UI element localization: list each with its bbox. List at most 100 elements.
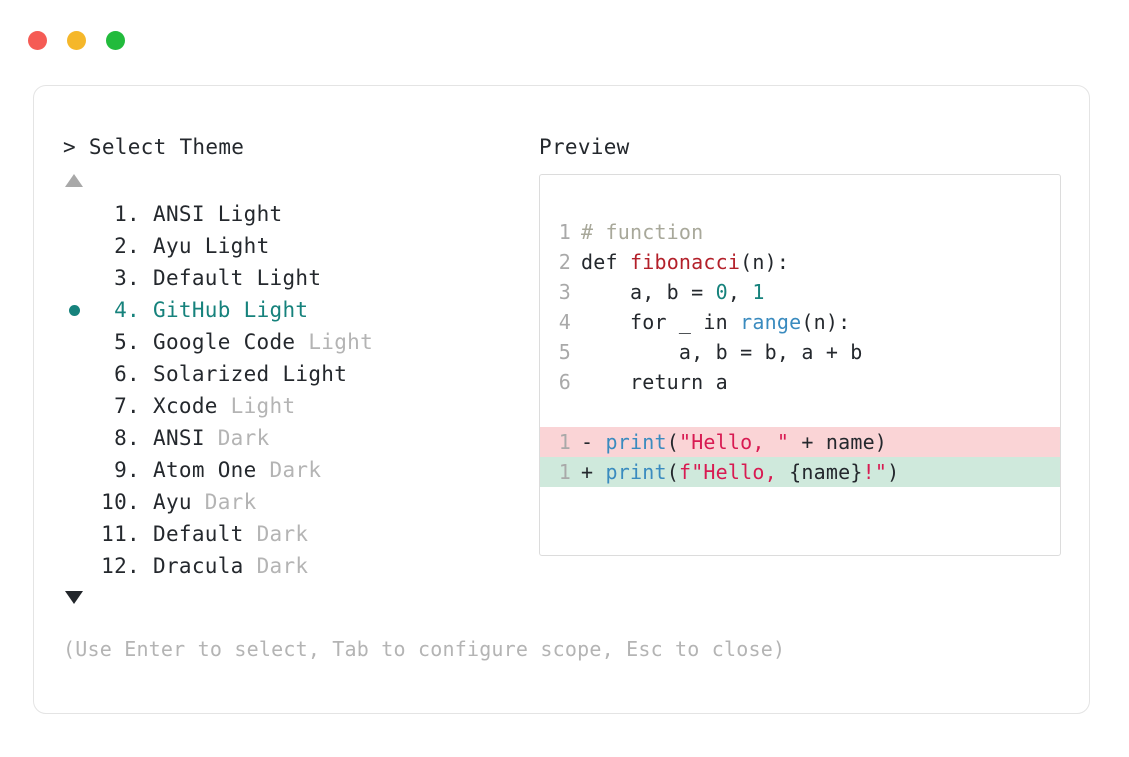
theme-item-number: 9. (114, 458, 140, 482)
theme-item-name: GitHub (153, 298, 231, 322)
scroll-up-arrow-icon[interactable] (65, 174, 83, 187)
code-line: 3 a, b = 0, 1 (540, 277, 1060, 307)
theme-item-name: Default (153, 522, 244, 546)
theme-list-item[interactable]: 4. GitHub Light (63, 294, 533, 326)
code-token-plain: a, b = b, a + b (581, 340, 863, 364)
theme-list-item[interactable]: 8. ANSI Dark (63, 422, 533, 454)
code-token-string: !" (862, 460, 888, 484)
theme-item-variant: Dark (256, 554, 309, 578)
theme-item-spacer (218, 394, 231, 418)
theme-item-variant: Dark (204, 490, 257, 514)
theme-item-spacer (192, 490, 205, 514)
theme-item-label: ANSI Dark (153, 422, 270, 454)
theme-list-item[interactable]: 7. Xcode Light (63, 390, 533, 422)
theme-item-name: Solarized (153, 362, 270, 386)
theme-list-item[interactable]: 5. Google Code Light (63, 326, 533, 358)
code-token-plain: ( (666, 460, 679, 484)
theme-item-label: ANSI Light (153, 198, 282, 230)
theme-item-variant: Light (282, 362, 348, 386)
theme-item-number: 8. (114, 426, 140, 450)
theme-item-spacer (192, 234, 205, 258)
code-token-plain: a, b = (581, 280, 716, 304)
code-token-func: fibonacci (629, 250, 741, 274)
code-token-plain: (n): (801, 310, 851, 334)
code-token-plain: ( (666, 430, 679, 454)
theme-list-item[interactable]: 3.Default Light (63, 262, 533, 294)
code-diff-line: 1+ print(f"Hello, {name}!") (540, 457, 1060, 487)
theme-list-item[interactable]: 9. Atom One Dark (63, 454, 533, 486)
code-token-string: f"Hello, (678, 460, 790, 484)
theme-item-number: 1. (114, 202, 140, 226)
code-line-number: 3 (558, 280, 571, 304)
theme-item-label: Ayu Dark (153, 486, 257, 518)
theme-item-number: 7. (114, 394, 140, 418)
code-line: 1# function (540, 217, 1060, 247)
code-token-plain: return a (581, 370, 728, 394)
theme-list-item[interactable]: 12.Dracula Dark (63, 550, 533, 582)
code-token-number: 0 (715, 280, 728, 304)
theme-item-variant: Dark (217, 426, 270, 450)
theme-item-spacer (231, 298, 244, 322)
diff-marker: + (581, 460, 606, 484)
code-token-builtin: print (605, 430, 667, 454)
code-line-number: 4 (558, 310, 571, 334)
theme-item-number: 11. (101, 522, 140, 546)
close-window-button[interactable] (28, 31, 47, 50)
theme-item-variant: Light (308, 330, 374, 354)
code-token-keyword: def (581, 250, 630, 274)
code-line-number: 2 (558, 250, 571, 274)
code-line-number: 1 (558, 430, 571, 454)
scroll-down-arrow-icon[interactable] (65, 591, 83, 604)
code-line: 2 def fibonacci(n): (540, 247, 1060, 277)
theme-item-label: Ayu Light (153, 230, 270, 262)
minimize-window-button[interactable] (67, 31, 86, 50)
theme-list-item[interactable]: 11. Default Dark (63, 518, 533, 550)
selected-bullet-icon (69, 305, 80, 316)
theme-item-spacer (244, 554, 257, 578)
code-token-number: 1 (752, 280, 765, 304)
maximize-window-button[interactable] (106, 31, 125, 50)
theme-item-number: 4. (114, 298, 140, 322)
keyboard-hint: (Use Enter to select, Tab to configure s… (63, 637, 786, 661)
code-token-plain: {name} (789, 460, 863, 484)
code-token-plain: (n): (740, 250, 790, 274)
theme-item-name: Google Code (153, 330, 296, 354)
theme-item-name: ANSI (153, 426, 205, 450)
code-blank-line (540, 397, 1060, 427)
theme-item-variant: Light (256, 266, 322, 290)
theme-item-number: 5. (114, 330, 140, 354)
theme-list-item[interactable]: 10.Ayu Dark (63, 486, 533, 518)
theme-item-name: ANSI (153, 202, 205, 226)
diff-marker: - (581, 430, 606, 454)
theme-list-item[interactable]: 6. Solarized Light (63, 358, 533, 390)
code-token-plain: for _ in (581, 310, 741, 334)
theme-list-item[interactable]: 1. ANSI Light (63, 198, 533, 230)
theme-list-item[interactable]: 2.Ayu Light (63, 230, 533, 262)
theme-item-number: 6. (114, 362, 140, 386)
code-line: 6 return a (540, 367, 1060, 397)
theme-item-label: Dracula Dark (153, 550, 308, 582)
theme-item-spacer (244, 266, 257, 290)
theme-item-spacer (205, 202, 218, 226)
code-token-plain: + name) (789, 430, 888, 454)
prompt-title: > Select Theme (63, 135, 245, 159)
theme-item-spacer (257, 458, 270, 482)
theme-item-variant: Dark (269, 458, 322, 482)
theme-item-label: Default Dark (153, 518, 308, 550)
window-controls (28, 31, 125, 50)
theme-item-spacer (244, 522, 257, 546)
theme-item-variant: Light (243, 298, 309, 322)
code-line-number: 6 (558, 370, 571, 394)
code-line: 4 for _ in range(n): (540, 307, 1060, 337)
theme-item-label: Xcode Light (153, 390, 295, 422)
code-token-builtin: print (605, 460, 667, 484)
theme-item-label: Atom One Dark (153, 454, 321, 486)
code-line: 5 a, b = b, a + b (540, 337, 1060, 367)
theme-item-name: Ayu (153, 234, 192, 258)
code-token-plain: , (727, 280, 753, 304)
